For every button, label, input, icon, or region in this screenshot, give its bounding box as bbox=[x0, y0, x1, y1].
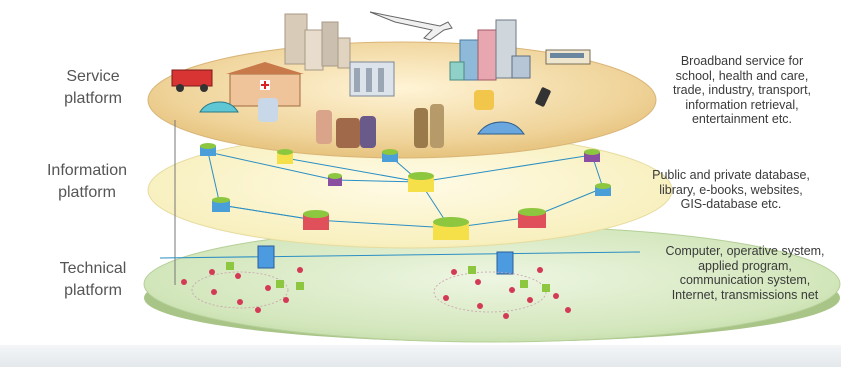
database-icon bbox=[595, 183, 611, 196]
database-icon bbox=[382, 149, 398, 162]
building-icon bbox=[284, 13, 351, 71]
people-icon bbox=[258, 90, 494, 148]
technical-network bbox=[159, 245, 641, 319]
car-icon bbox=[199, 101, 239, 113]
bottom-band bbox=[0, 345, 841, 367]
building-icon bbox=[449, 19, 531, 81]
information-label-line1: Information bbox=[46, 162, 128, 179]
fire-truck-icon bbox=[171, 69, 213, 92]
building-icon bbox=[349, 61, 395, 97]
server-icon bbox=[496, 251, 514, 275]
information-label-line2: platform bbox=[58, 184, 116, 201]
technical-label-line2: platform bbox=[64, 282, 122, 299]
database-icon bbox=[328, 173, 342, 186]
technical-platform-description: Computer, operative system, applied prog… bbox=[665, 244, 825, 302]
technical-platform-label: Technical platform bbox=[28, 258, 158, 302]
information-platform-description: Public and private database, library, e-… bbox=[652, 168, 810, 211]
service-label-line1: Service bbox=[66, 68, 120, 85]
information-platform-label: Information platform bbox=[22, 160, 152, 204]
technical-platform-disc bbox=[143, 225, 841, 343]
database-icon bbox=[200, 143, 216, 156]
database-icon bbox=[303, 210, 329, 230]
network-node-icon bbox=[181, 267, 571, 319]
car-icon bbox=[477, 121, 525, 135]
service-platform-description: Broadband service for school, health and… bbox=[672, 54, 812, 126]
service-icons bbox=[171, 11, 591, 148]
service-platform-label: Service platform bbox=[28, 66, 158, 110]
server-icon bbox=[257, 245, 275, 269]
database-icon bbox=[518, 208, 546, 228]
phone-icon bbox=[535, 87, 551, 107]
database-icon bbox=[277, 149, 293, 164]
service-label-line2: platform bbox=[64, 90, 122, 107]
database-icon bbox=[408, 172, 434, 192]
technical-label-line1: Technical bbox=[59, 260, 127, 277]
database-icon bbox=[433, 217, 469, 240]
airplane-icon bbox=[369, 11, 453, 41]
database-icon bbox=[584, 149, 600, 162]
database-icon bbox=[212, 197, 230, 212]
database-icons bbox=[200, 143, 611, 240]
bus-icon bbox=[545, 49, 591, 65]
